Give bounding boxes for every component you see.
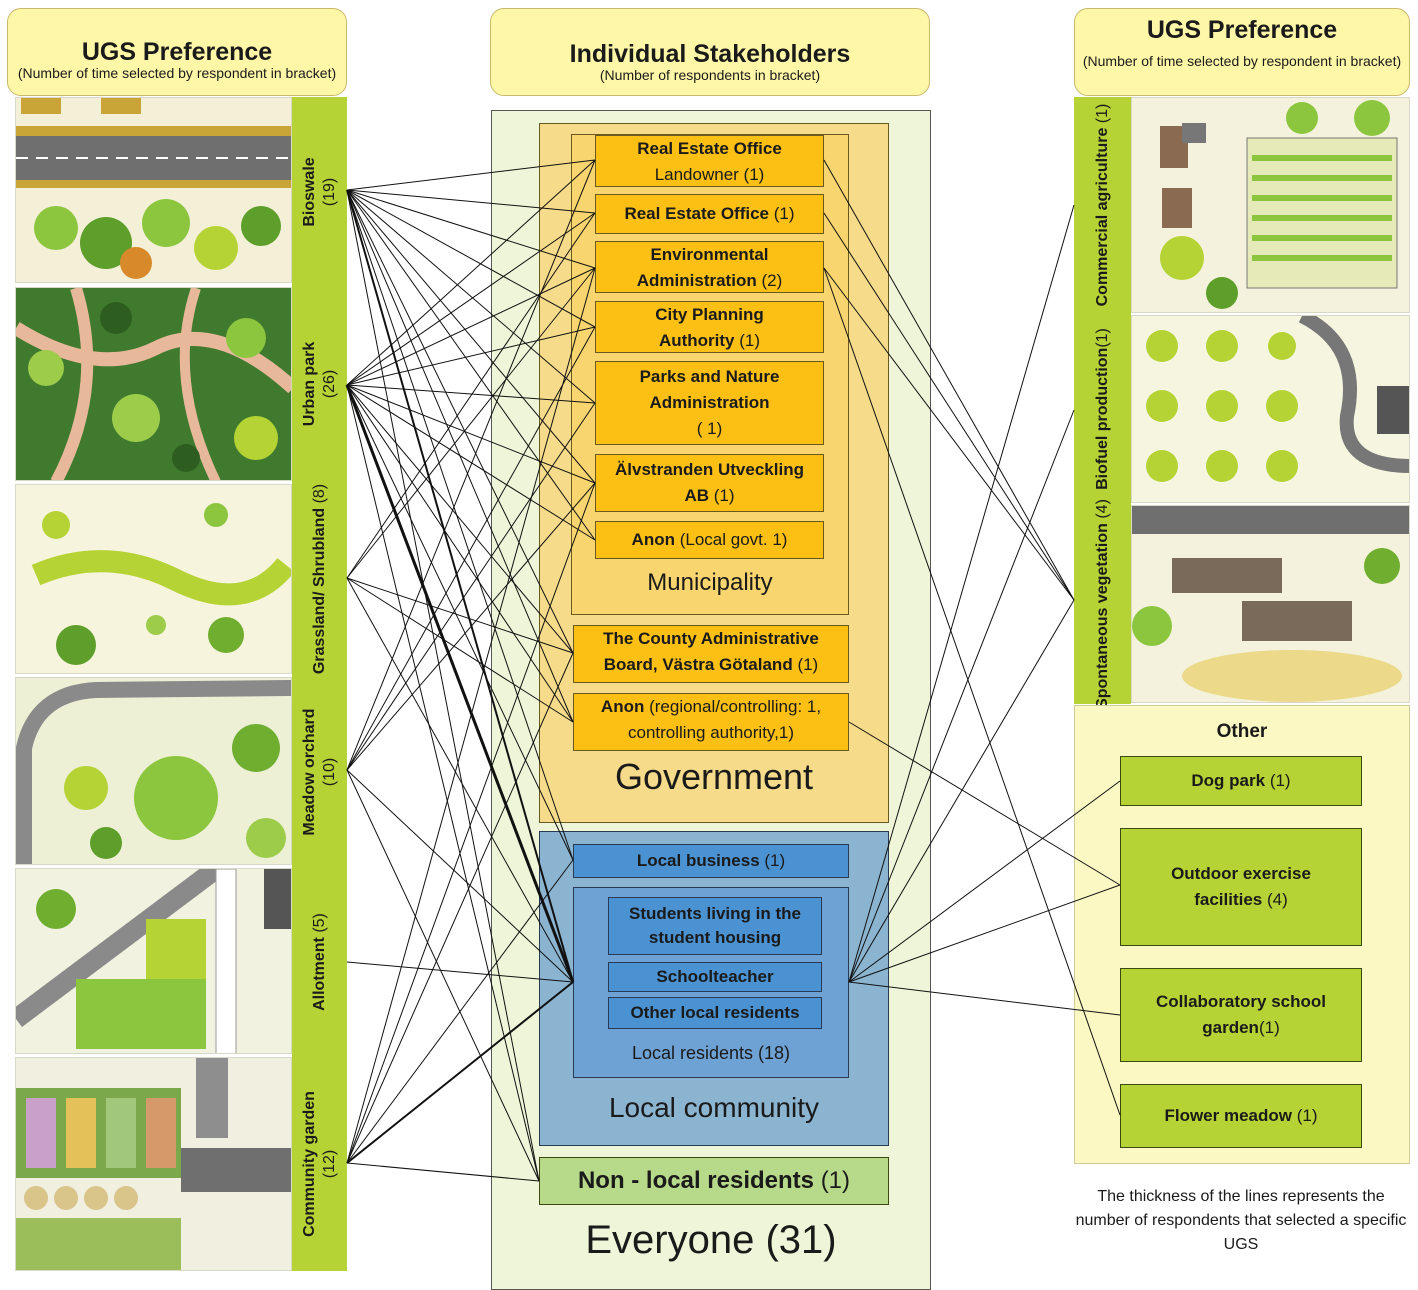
other-count: (1) [1269,771,1291,790]
line-thickness-note: The thickness of the lines represents th… [1075,1188,1407,1253]
right-header-title: UGS Preference [1146,16,1338,44]
other-count: (4) [1267,890,1288,909]
stakeholder-name: Älvstranden Utveckling AB [615,460,804,505]
center-header-title: Individual Stakeholders [569,40,851,68]
stakeholder-count: (1) [739,331,761,350]
stakeholder-name: The County Administrative Board, Västra … [603,629,819,674]
other-collaboratory-garden: Collaboratory school garden(1) [1120,968,1362,1062]
meadow-orchard-image [15,677,292,865]
stakeholder-count: (Local govt. 1) [679,530,788,549]
stakeholder-count: ( 1) [696,419,723,438]
grassland-image [15,484,292,674]
stakeholder-name: City Planning Authority [655,305,764,350]
resident-schoolteacher: Schoolteacher [608,962,822,992]
stakeholder-name: Anon [631,530,675,549]
stakeholder-count: (1) [797,655,819,674]
other-flower-meadow: Flower meadow (1) [1120,1084,1362,1148]
allotment-image [15,868,292,1054]
stakeholder-environmental-administration: Environmental Administration (2) [595,241,824,293]
stakeholder-name: Environmental Administration [636,245,769,290]
other-name: Dog park [1191,771,1266,790]
commercial-agriculture-image [1131,97,1410,313]
stakeholder-parks-nature: Parks and Nature Administration ( 1) [595,361,824,445]
other-dog-park: Dog park (1) [1120,756,1362,806]
other-name: Flower meadow [1164,1106,1292,1125]
right-header-subtitle: (Number of time selected by respondent i… [1082,53,1402,69]
local-community-label: Local community [608,1092,820,1123]
spontaneous-vegetation-image [1131,505,1410,703]
stakeholder-local-business: Local business (1) [573,844,849,878]
municipality-label: Municipality [647,569,773,596]
stakeholder-real-estate-landowner: Real Estate Office Landowner (1) [595,135,824,187]
government-label: Government [614,756,814,797]
stakeholder-name: Parks and Nature Administration [639,367,780,412]
stakeholder-city-planning: City Planning Authority (1) [595,301,824,353]
stakeholder-count: (1) [713,486,735,505]
resident-other-local: Other local residents [608,997,822,1029]
other-label: Other [1216,721,1268,742]
other-count: (1) [1258,1018,1280,1037]
stakeholder-name: Non - local residents [577,1167,815,1194]
left-header: UGS Preference (Number of time selected … [7,8,347,96]
everyone-label: Everyone (31) [585,1218,837,1262]
stakeholder-name: Real Estate Office [637,139,782,158]
center-header-subtitle: (Number of respondents in bracket) [599,67,821,83]
left-ugs-strip [292,97,347,1271]
left-header-subtitle: (Number of time selected by respondent i… [17,65,337,81]
stakeholder-anon-local: Anon (Local govt. 1) [595,521,824,559]
stakeholder-count: (2) [761,271,783,290]
stakeholder-real-estate-office: Real Estate Office (1) [595,194,824,234]
left-header-title: UGS Preference [81,38,273,66]
stakeholder-count: (1) [773,204,795,223]
biofuel-production-image [1131,315,1410,503]
stakeholder-name: Real Estate Office [624,204,770,223]
resident-students: Students living in the student housing [608,897,822,955]
stakeholder-count: (1) [820,1167,851,1194]
other-count: (1) [1296,1106,1318,1125]
other-name: Outdoor exercise facilities [1171,864,1311,909]
other-outdoor-exercise: Outdoor exercise facilities (4) [1120,828,1362,946]
center-header: Individual Stakeholders (Number of respo… [490,8,930,96]
urban-park-image [15,287,292,481]
stakeholder-name: Local business [636,851,760,870]
stakeholder-count: (regional/controlling: 1, controlling au… [628,697,822,742]
stakeholder-count: (1) [764,851,786,870]
stakeholder-county-board: The County Administrative Board, Västra … [573,625,849,683]
right-ugs-strip [1074,97,1131,704]
stakeholder-count: Landowner (1) [654,165,765,184]
stakeholder-non-local: Non - local residents (1) [539,1157,889,1205]
right-header: UGS Preference (Number of time selected … [1074,8,1410,96]
community-garden-image [15,1057,292,1271]
stakeholder-name: Anon [600,697,645,716]
stakeholder-anon-regional: Anon (regional/controlling: 1, controlli… [573,693,849,751]
local-residents-label: Local residents (18) [631,1043,791,1063]
stakeholder-alvstranden: Älvstranden Utveckling AB (1) [595,454,824,512]
other-name: Collaboratory school garden [1155,992,1327,1037]
bioswale-image [15,97,292,283]
